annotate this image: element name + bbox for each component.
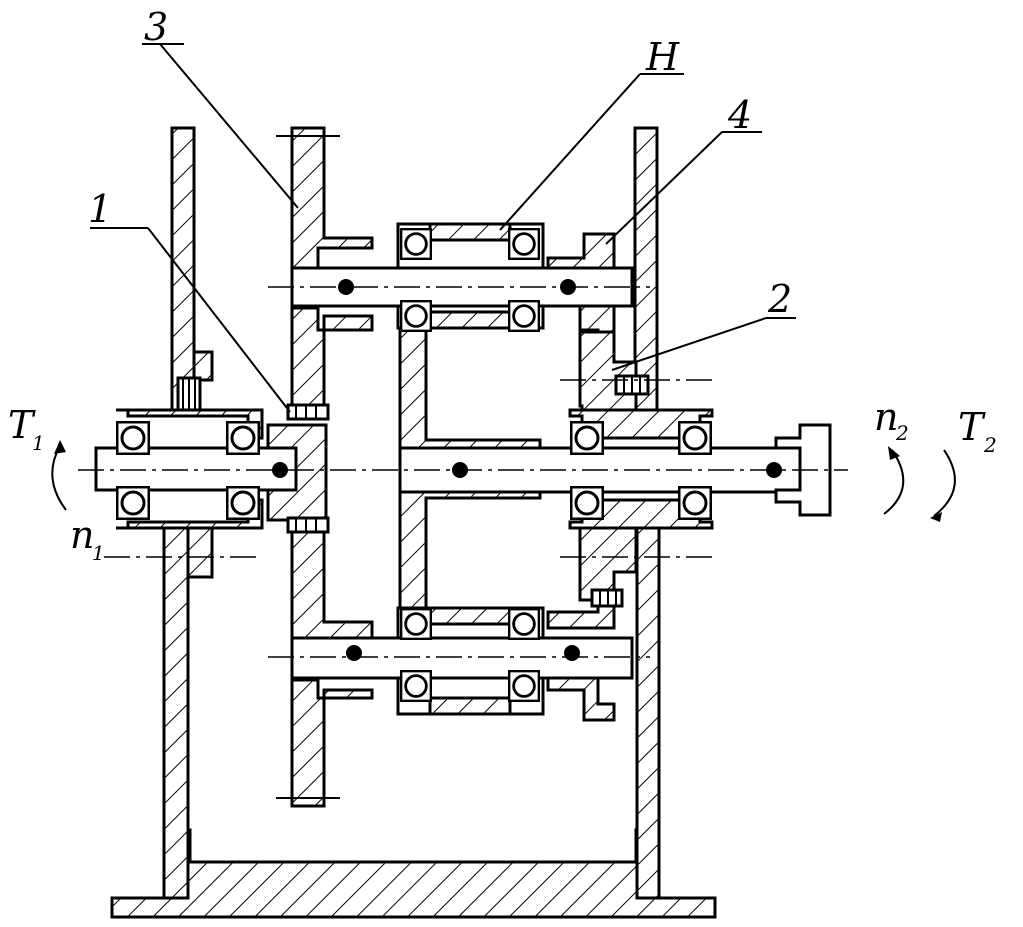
bearing-carrier-lower-2 [508,608,540,640]
bearing-carrier-upper-1 [400,228,432,260]
bearing-carrier-upper-4 [508,300,540,332]
input-bearing-housing [116,376,264,530]
label-torque-in-sub: 1 [32,431,45,455]
ring-gear-3 [276,126,374,808]
label-part-2: 2 [767,277,792,321]
label-torque-in: T [8,403,36,447]
output-rotation-arrow-n2 [883,446,905,515]
label-part-1: 1 [88,187,112,231]
bearing-carrier-lower-1 [400,608,432,640]
lower-planet-shaft [290,636,634,680]
label-part-3: 3 [144,5,168,49]
bearing-input-bottom-left [116,486,150,520]
output-rotation-arrow-t2 [930,449,956,522]
leader-lines [90,43,796,413]
bearing-output-top-left [570,421,604,455]
sun-gear-1 [266,403,330,534]
bearing-carrier-lower-4 [508,670,540,702]
label-carrier-h: H [645,35,680,79]
bearing-input-top-right [226,421,260,455]
label-torque-out: T [958,405,986,449]
bearing-carrier-upper-3 [400,300,432,332]
label-speed-out: n [874,395,898,439]
axis-points [272,279,782,661]
bearing-output-top-right [678,421,712,455]
label-part-4: 4 [727,93,752,137]
left-housing-wall [162,126,214,900]
label-speed-out-sub: 2 [895,421,909,445]
bearing-input-top-left [116,421,150,455]
bearing-output-bottom-right [678,486,712,520]
bearing-output-bottom-left [570,486,604,520]
input-rotation-arrow [51,440,67,511]
housing-base [110,828,717,919]
output-bearing-housing [568,408,714,530]
label-speed-in: n [70,513,94,557]
bearing-carrier-lower-3 [400,670,432,702]
bearing-input-bottom-right [226,486,260,520]
label-torque-out-sub: 2 [983,433,997,457]
right-housing-wall [633,126,661,900]
label-speed-in-sub: 1 [92,541,105,565]
bearing-carrier-upper-2 [508,228,540,260]
